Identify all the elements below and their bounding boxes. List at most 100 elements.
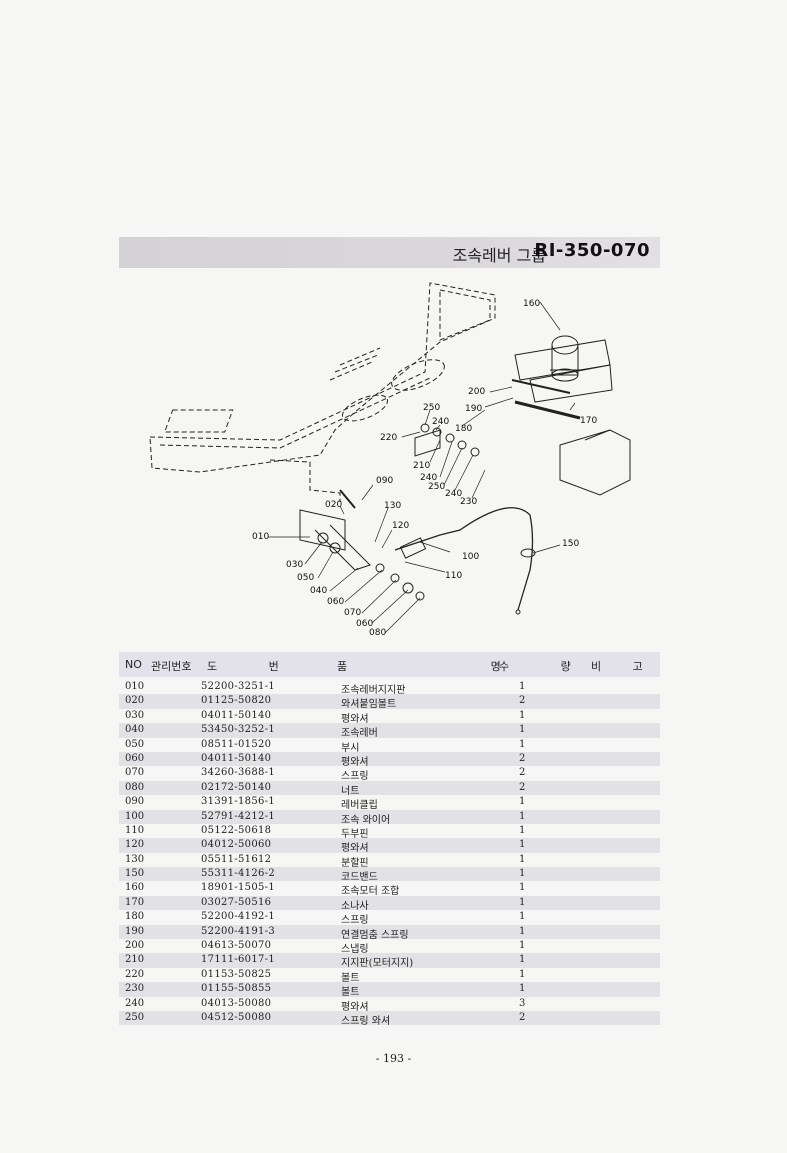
row-quantity: 2 — [519, 767, 526, 779]
callout-170: 170 — [580, 416, 597, 426]
callout-130: 130 — [384, 501, 401, 511]
row-part-number: 52200-4192-1 — [201, 911, 275, 923]
row-quantity: 1 — [519, 954, 526, 966]
callout-060-b: 060 — [356, 619, 373, 629]
row-part-name: 스프링 — [341, 915, 369, 927]
row-part-name: 지지판(모터지지) — [341, 958, 414, 970]
row-part-name: 와셔붙임볼트 — [341, 699, 397, 711]
row-no: 110 — [125, 824, 145, 836]
row-part-name: 소나사 — [341, 900, 369, 912]
row-quantity: 1 — [519, 709, 526, 721]
row-quantity: 1 — [519, 968, 526, 980]
row-no: 020 — [125, 695, 145, 707]
callout-240-a: 240 — [432, 417, 449, 427]
row-part-number: 02172-50140 — [201, 781, 272, 793]
row-no: 030 — [125, 709, 145, 721]
row-no: 190 — [125, 925, 145, 937]
callout-110: 110 — [445, 571, 462, 581]
callout-210: 210 — [413, 461, 430, 471]
row-quantity: 2 — [519, 752, 526, 764]
callout-220: 220 — [380, 433, 397, 443]
row-quantity: 1 — [519, 896, 526, 908]
row-part-number: 53450-3252-1 — [201, 724, 275, 736]
row-part-name: 부시 — [341, 742, 360, 754]
row-no: 070 — [125, 767, 145, 779]
row-quantity: 1 — [519, 882, 526, 894]
row-part-number: 52791-4212-1 — [201, 810, 275, 822]
callout-250-a: 250 — [423, 403, 440, 413]
row-no: 200 — [125, 940, 145, 952]
row-part-number: 04011-50140 — [201, 709, 272, 721]
row-part-number: 04512-50080 — [201, 1011, 272, 1023]
row-no: 220 — [125, 968, 145, 980]
row-quantity: 1 — [519, 911, 526, 923]
row-part-name: 스프링 — [341, 771, 369, 783]
row-no: 100 — [125, 810, 145, 822]
row-part-name: 레버클립 — [341, 800, 378, 812]
callout-070: 070 — [344, 608, 361, 618]
row-part-number: 01153-50825 — [201, 968, 272, 980]
row-part-number: 04011-50140 — [201, 752, 272, 764]
row-no: 080 — [125, 781, 145, 793]
row-part-number: 52200-3251-1 — [201, 681, 275, 692]
callout-060-a: 060 — [327, 597, 344, 607]
row-part-name: 분할핀 — [341, 857, 369, 869]
diagram-svg: 160 200 190 170 250 240 180 220 210 240 … — [149, 282, 631, 638]
row-part-name: 조속레버 — [341, 728, 378, 740]
callout-040: 040 — [310, 586, 327, 596]
row-no: 240 — [125, 997, 145, 1009]
row-quantity: 1 — [519, 940, 526, 952]
row-part-number: 04013-50080 — [201, 997, 272, 1009]
row-part-name: 볼트 — [341, 987, 360, 999]
callout-010: 010 — [252, 532, 269, 542]
callout-160: 160 — [523, 299, 540, 309]
row-quantity: 2 — [519, 695, 526, 707]
header-drawing: 도 번 — [207, 660, 303, 673]
header-mgmt: 관리번호 — [151, 660, 192, 673]
row-quantity: 1 — [519, 868, 526, 880]
row-part-name: 평와셔 — [341, 843, 369, 855]
group-code: RI-350-070 — [534, 240, 650, 261]
callout-120: 120 — [392, 521, 409, 531]
callout-150: 150 — [562, 539, 579, 549]
row-part-number: 05122-50618 — [201, 824, 272, 836]
row-part-name: 너트 — [341, 785, 360, 797]
row-quantity: 1 — [519, 925, 526, 937]
page-number: - 193 - — [375, 1052, 412, 1065]
callout-180: 180 — [455, 424, 472, 434]
header-no: NO — [125, 658, 142, 671]
callout-200: 200 — [468, 387, 485, 397]
row-no: 160 — [125, 882, 145, 894]
callout-250-b: 250 — [428, 482, 445, 492]
callout-080: 080 — [369, 628, 386, 638]
callout-020: 020 — [325, 500, 342, 510]
row-quantity: 2 — [519, 1011, 526, 1023]
row-part-number: 52200-4191-3 — [201, 925, 275, 937]
row-no: 180 — [125, 911, 145, 923]
row-part-name: 조속레버지지판 — [341, 685, 406, 696]
row-part-number: 04613-50070 — [201, 940, 272, 952]
callout-050: 050 — [297, 573, 314, 583]
row-quantity: 3 — [519, 997, 526, 1009]
callout-230: 230 — [460, 497, 477, 507]
header-qty: 수 량 — [499, 660, 595, 673]
row-part-name: 볼트 — [341, 972, 360, 984]
row-quantity: 1 — [519, 983, 526, 995]
row-part-name: 조속 와이어 — [341, 814, 391, 826]
row-quantity: 1 — [519, 738, 526, 750]
row-quantity: 1 — [519, 824, 526, 836]
